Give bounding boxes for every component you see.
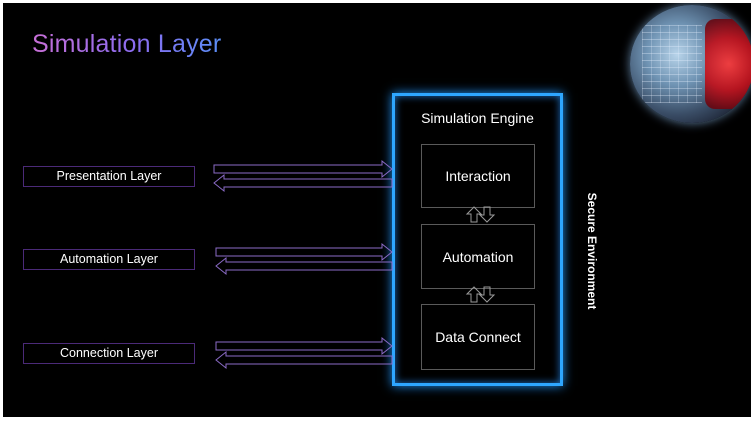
layer-presentation: Presentation Layer: [23, 166, 195, 187]
page-title: Simulation Layer: [32, 30, 222, 58]
connector-arrows: [213, 159, 496, 370]
layer-automation: Automation Layer: [23, 249, 195, 270]
arrow-left-automation: [215, 256, 393, 276]
circuit-grid: [642, 25, 702, 103]
module-automation: Automation: [421, 224, 535, 289]
arrow-right-presentation: [213, 159, 393, 179]
simulation-engine-boundary: [392, 93, 563, 386]
arrow-right-automation: [215, 242, 393, 262]
slide: Simulation Layer Presentation Layer Auto…: [3, 3, 751, 417]
red-chip-glow: [705, 19, 751, 109]
arrow-down-interaction: [478, 206, 496, 223]
module-data-connect: Data Connect: [421, 304, 535, 370]
arrow-left-connection: [215, 350, 393, 370]
engine-title: Simulation Engine: [421, 110, 534, 126]
arrow-up-interaction: [465, 206, 483, 223]
layer-connection: Connection Layer: [23, 343, 195, 364]
arrow-down-automation: [478, 286, 496, 303]
arrow-right-connection: [215, 336, 393, 356]
circuit-globe-image: [630, 5, 751, 123]
arrow-up-automation: [465, 286, 483, 303]
arrow-left-presentation: [213, 173, 393, 193]
module-interaction: Interaction: [421, 144, 535, 208]
